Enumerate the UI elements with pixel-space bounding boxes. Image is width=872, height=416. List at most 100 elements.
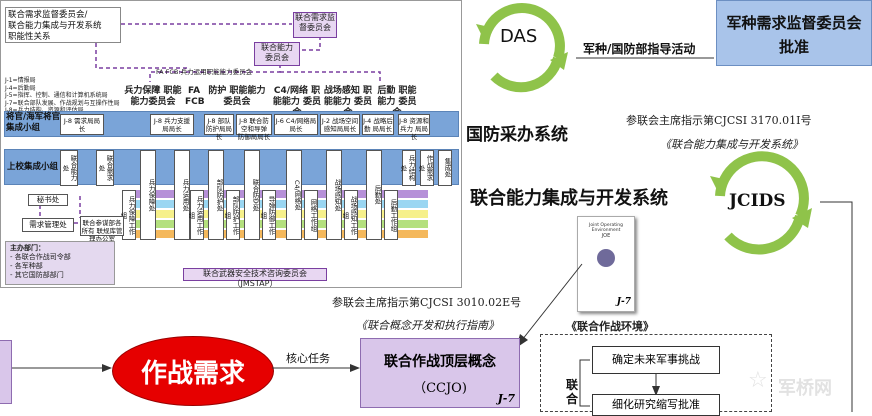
team-missile-defense: 导弹防御工作组 [259, 190, 276, 240]
step-arrow [652, 374, 660, 396]
legend-item: - 各联合作战司令部 [10, 253, 71, 261]
protection-fcb: 防护 职能能力委员会 [208, 86, 266, 107]
joe-document: Joint Operating Environment JOE J-7 [577, 216, 635, 312]
staff-j8-jiamdo: J-8 联合防空和导弹 防御局局长 [236, 114, 272, 141]
ccjo-line-2: （CCJO) [413, 381, 467, 396]
colonel-band [4, 149, 459, 185]
j-item: J-1=情报局 [5, 77, 36, 84]
side-char: 合 [566, 392, 579, 406]
dod-acq-title: 国防采办系统 [466, 125, 568, 145]
team-logistics: 后勤工作组 [384, 190, 398, 240]
j-item: J-4=后勤局 [5, 84, 36, 92]
right-connector [820, 201, 853, 412]
seal-icon [597, 249, 615, 267]
vcol-logistics: 后勤处 [366, 150, 382, 240]
doc-tag: J-7 [616, 297, 631, 307]
staff-j2-battlespace: J-2 战场空间 感知局局长 [320, 114, 360, 135]
combat-requirement-oval: 作战需求 [112, 336, 274, 406]
edge-to-oval-arrow [12, 364, 112, 372]
staff-j8-force-support: J-8 兵力支援局局长 [150, 114, 194, 135]
left-edge-box [0, 340, 12, 404]
req-mgmt-box: 需求管理处 [22, 218, 74, 232]
das-label: DAS [500, 26, 538, 47]
concept-guide-note: 《联合概念开发和执行指南》 [356, 319, 499, 332]
vcol-force-application: 兵力运用处 [174, 150, 190, 240]
refine-study-box: 细化研究缩写批准 [592, 394, 720, 416]
vcol-joint-requirements: 联合需求处 [96, 150, 114, 186]
j-directorate-list: J-1=情报局 J-4=后勤局 J-5=指挥、控制、通信和计算机系统局 J-7=… [5, 77, 120, 115]
jroc-line-1: 军种需求监督委员会 [726, 14, 862, 32]
doc-title-1: Joint Operating Environment [589, 223, 623, 233]
jroc-jcids-relation-box: 联合需求监督委员会/ 联合能力集成与开发系统 职能性关系 [5, 7, 121, 43]
org-chart [0, 0, 462, 288]
jcids-system-title: 联合能力集成与开发系统 [470, 188, 668, 209]
staff-j8-requirements: J-8 需求局局长 [60, 114, 104, 135]
ccjo-line-1: 联合作战顶层概念 [384, 354, 496, 370]
das-cycle-icon [476, 3, 568, 93]
jcids-guide-note: 《联合能力集成与开发系统》 [660, 138, 803, 151]
oval-to-ccjo-arrow [272, 364, 360, 372]
vcol-force-protection: 部队防护处 [208, 150, 224, 240]
relation-line-1: 联合需求监督委员会/ [8, 10, 88, 20]
vcol-joint-capability: 联合能力处 [60, 150, 78, 186]
team-network: 网络工作组 [304, 190, 318, 240]
jroc-box: 联合需求监督委员会 [293, 12, 337, 38]
vcol-c4-cyber: C4/网络处 [286, 150, 302, 240]
fa-fcb-note: FA FCB:兵力运用职能能力委员会 [156, 68, 253, 76]
watermark-text: 军桥网 [778, 378, 832, 399]
staff-j6-c4: J-6 C4/网络局局长 [274, 114, 318, 135]
force-support-fcb: 兵力保障 职能能力委员会 [124, 86, 182, 107]
core-task-label: 核心任务 [286, 352, 330, 365]
team-force-protection: 部队防护工作组 [223, 190, 240, 240]
guidance-arrow [576, 57, 714, 59]
vcol-force-structure: 兵力结构处 [399, 150, 416, 186]
go-label-2: 集成小组 [6, 123, 41, 133]
fcb-line-2: 委员会 [265, 53, 289, 62]
vcol-ops-requirements: 作战需求处 [417, 150, 434, 186]
side-char: 联 [566, 378, 579, 392]
j-item: J-7=联合部队发展、作战规划与互操作性局 [5, 99, 120, 107]
future-challenges-box: 确定未来军事挑战 [592, 346, 720, 374]
fcb-box: 联合能力 委员会 [254, 42, 300, 66]
jcids-cycle-icon [710, 151, 812, 255]
team-battlespace: 战场感知工作组 [341, 190, 358, 240]
joe-title: 《联合作战环境》 [566, 320, 654, 333]
staff-j4-logistics: J-4 战略后勤 局局长 [362, 114, 394, 135]
staff-j8-protection: J-8 部队防护局局长 [204, 114, 234, 141]
ccjo-box: 联合作战顶层概念 （CCJO) J-7 [360, 338, 520, 408]
legend-title: 主办部门： [10, 244, 45, 252]
watermark-star-icon: ☆ [748, 368, 768, 393]
doc-title-2: JOE [601, 233, 611, 239]
cjcsi-3010-note: 参联会主席指示第CJCSI 3010.02E号 [332, 296, 522, 309]
container-bracket [579, 359, 590, 407]
container-side-text: 联 合 [566, 378, 578, 406]
relation-line-3: 职能性关系 [8, 32, 51, 42]
legend-item: - 各军种部 [10, 262, 43, 270]
go-label-1: 将官/海军将官 [6, 112, 61, 122]
service-jroc-box: 军种需求监督委员会 批准 [716, 0, 872, 66]
staff-j8-resources: J-8 资源和兵力 局局长 [398, 114, 430, 141]
jmstap-box: 联合武器安全技术咨询委员会（JMSTAP） [183, 268, 327, 288]
j-item: J-5=指挥、控制、通信和计算机系统局 [5, 92, 108, 99]
req-mgmt-note: 联合参谋部各所有 联规库管理办公室 [80, 216, 124, 243]
relation-line-2: 联合能力集成与开发系统 [8, 21, 102, 31]
jcids-label: JCIDS [729, 191, 786, 211]
fcb-line-1: 联合能力 [261, 43, 293, 52]
j-item: J-8=兵力结构、资源和评估局 [5, 107, 120, 115]
vcol-integration: 集成处 [438, 150, 452, 186]
ccjo-tag: J-7 [497, 392, 515, 405]
legend-item: - 其它国防部部门 [10, 271, 64, 279]
fa-fcb-head: FA FCB [185, 86, 205, 107]
vcol-force-support: 兵力保障处 [140, 150, 156, 240]
sponsor-legend: 主办部门： - 各联合作战司令部 - 各军种部 - 其它国防部部门 [5, 241, 115, 285]
colonel-label: 上校集成小组 [7, 162, 59, 172]
jroc-line-2: 批准 [778, 38, 809, 56]
vcol-battlespace: 战场感知处 [326, 150, 342, 240]
vcol-air-defense: 联合防空处 [244, 150, 260, 240]
team-force-support: 兵力保障工作组 [119, 190, 136, 240]
secretariat-box: 秘书处 [28, 194, 68, 206]
general-officer-label: 将官/海军将官 集成小组 [6, 112, 60, 134]
guidance-label: 军种/国防部指导活动 [583, 42, 696, 56]
team-force-application: 兵力运用工作组 [187, 190, 204, 240]
cjcsi-3170-note: 参联会主席指示第CJCSI 3170.01I号 [626, 114, 812, 127]
